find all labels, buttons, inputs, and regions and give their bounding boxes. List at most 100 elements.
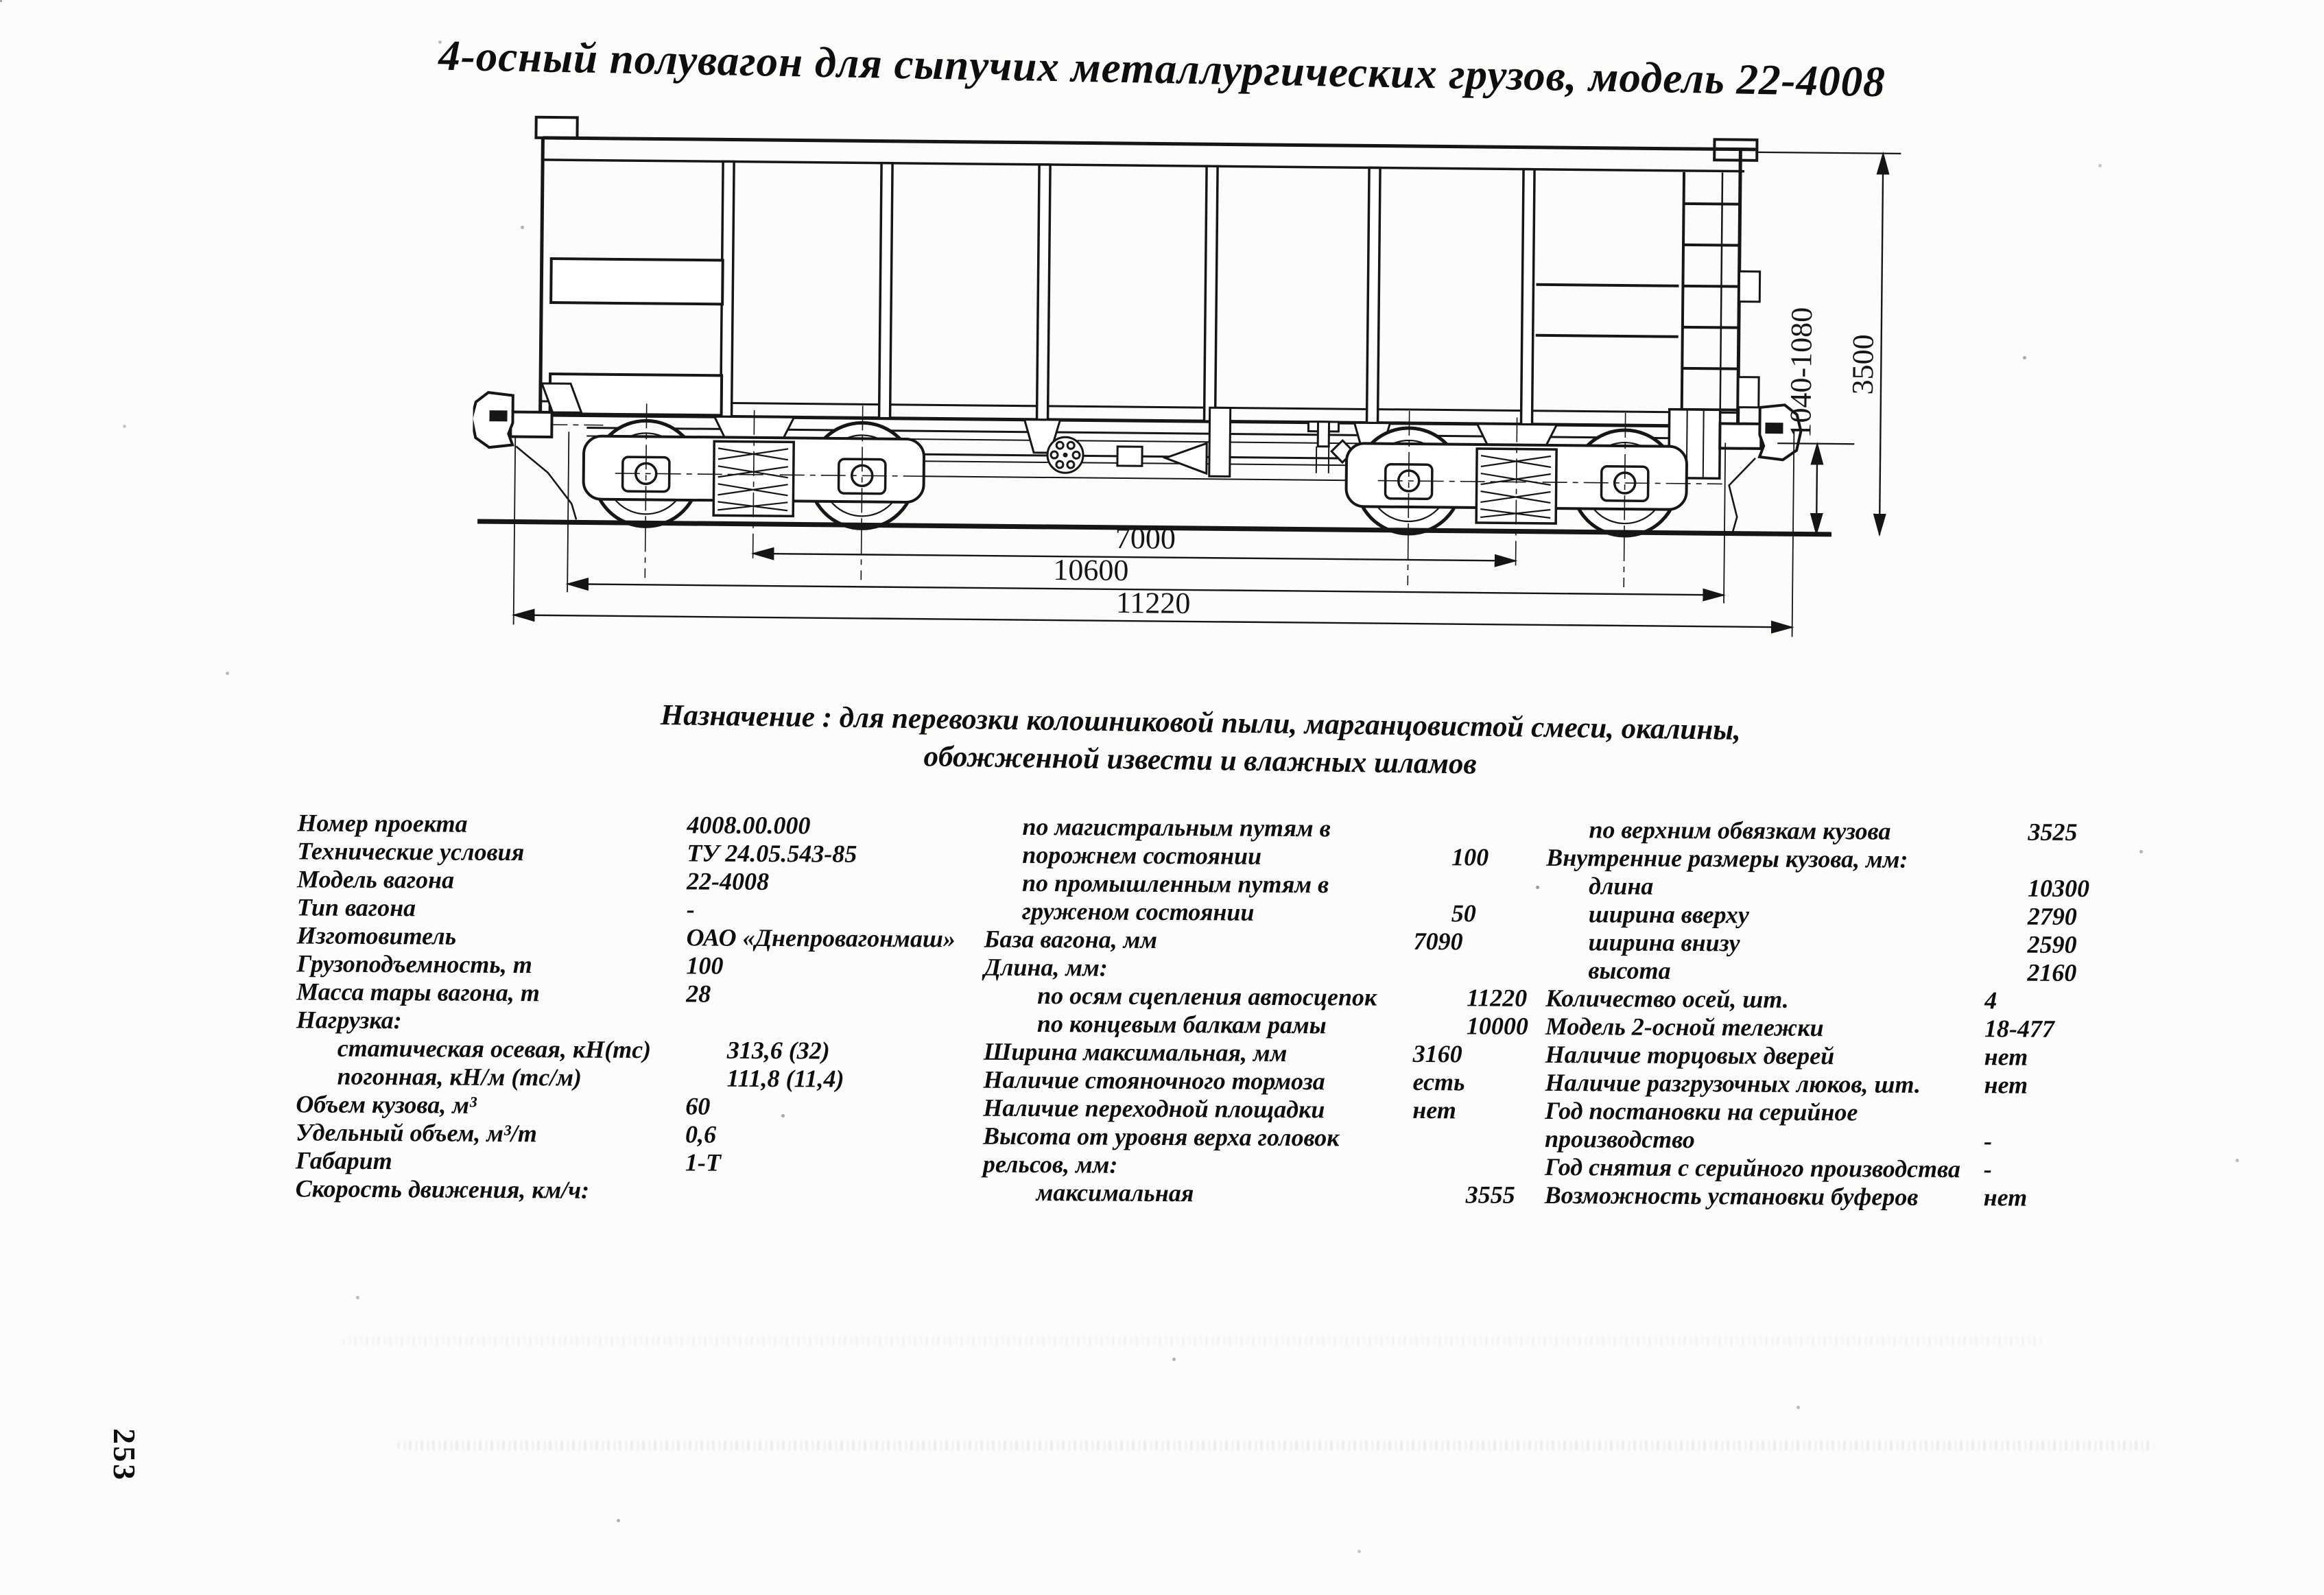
spec-value: 50 <box>1451 899 1476 928</box>
uncoupling-lever <box>1728 457 1756 532</box>
coupler-left <box>470 391 578 520</box>
spec-label: Длина, мм: <box>984 953 1108 982</box>
spec-label: ширина внизу <box>1588 928 1740 957</box>
spec-label: Масса тары вагона, т <box>296 978 540 1007</box>
spec-label: Ширина максимальная, мм <box>983 1037 1288 1067</box>
spec-value: 1-Т <box>685 1148 721 1177</box>
spec-value: 18-477 <box>1984 1015 2055 1043</box>
spec-row: База вагона, мм 7090 <box>984 925 1529 956</box>
dim-line-coupler-height <box>1810 441 1824 536</box>
spec-row: порожнем состоянии 100 <box>984 841 1529 872</box>
spec-row: Количество осей, шт. 4 <box>1545 984 2089 1015</box>
spec-label: Год постановки на серийное <box>1545 1096 1858 1126</box>
spec-label: груженом состоянии <box>1021 897 1255 926</box>
spec-row: Скорость движения, км/ч: <box>296 1174 954 1206</box>
end-ladder <box>1680 172 1762 446</box>
spec-label: Тип вагона <box>296 893 416 922</box>
spec-label: Год снятия с серийного производства <box>1544 1153 1961 1183</box>
spec-row: Изготовитель ОАО «Днепровагонмаш» <box>297 921 956 953</box>
spec-value: - <box>1983 1155 1992 1183</box>
spec-value: 3160 <box>1412 1039 1462 1068</box>
spec-row: Габарит 1-Т <box>296 1146 954 1178</box>
spec-row: Номер проекта 4008.00.000 <box>297 809 956 840</box>
spec-value: нет <box>1984 1043 2028 1071</box>
spec-row: ширина вверху 2790 <box>1546 900 2089 931</box>
spec-row: длина 10300 <box>1546 872 2089 903</box>
spec-label: максимальная <box>1036 1179 1194 1207</box>
dim-line-7000 <box>750 547 1518 567</box>
spec-label: по осям сцепления автосцепок <box>1037 982 1377 1011</box>
spec-label: Высота от уровня верха головок <box>983 1122 1340 1152</box>
spec-value: ТУ 24.05.543-85 <box>687 839 857 868</box>
spec-row: Наличие переходной площадки нет <box>983 1094 1528 1125</box>
spec-row: Масса тары вагона, т 28 <box>296 978 955 1009</box>
spec-label: рельсов, мм: <box>982 1150 1118 1179</box>
spec-row: рельсов, мм: <box>983 1150 1528 1181</box>
handbrake-strut <box>1208 406 1232 478</box>
dim-label-overall-height: 3500 <box>1846 334 1880 394</box>
dim-label-coupler-height: 1040-1080 <box>1783 307 1818 438</box>
spec-label: по промышленным путям в <box>1021 869 1329 899</box>
spec-value: - <box>686 895 695 923</box>
spec-column-right: по верхним обвязкам кузова 3525 Внутренн… <box>1545 816 2090 1212</box>
left-end-bracket <box>540 382 583 414</box>
spec-row: Возможность установки буферов нет <box>1545 1181 2088 1212</box>
spec-label: Наличие разгрузочных люков, шт. <box>1545 1068 1921 1098</box>
spec-label: Объем кузова, м³ <box>296 1090 477 1119</box>
spec-label: производство <box>1544 1124 1695 1154</box>
spec-row: Тип вагона - <box>297 893 956 925</box>
spec-row: Высота от уровня верха головок <box>983 1122 1528 1153</box>
scan-noise-band <box>398 1441 2154 1450</box>
page-title: 4-осный полувагон для сыпучих металлурги… <box>438 31 1886 106</box>
spec-value: 0,6 <box>685 1120 717 1148</box>
spec-row: Грузоподъемность, т 100 <box>296 949 955 981</box>
specifications: Номер проекта 4008.00.000 Технические ус… <box>0 807 2324 1231</box>
end-wall-slats <box>548 257 724 417</box>
spec-row: по магистральным путям в <box>984 813 1529 844</box>
spec-row: Объем кузова, м³ 60 <box>296 1090 954 1122</box>
spec-row: Ширина максимальная, мм 3160 <box>984 1038 1528 1069</box>
spec-value: 2160 <box>2027 958 2077 986</box>
spec-column-middle: по магистральным путям в порожнем состоя… <box>983 813 1530 1209</box>
spec-row: Год снятия с серийного производства - <box>1545 1153 2088 1184</box>
brake-rigging <box>1046 406 1355 478</box>
spec-column-left: Номер проекта 4008.00.000 Технические ус… <box>296 809 956 1206</box>
spec-row: высота 2160 <box>1545 956 2089 987</box>
spec-label: по концевым балкам рамы <box>1036 1010 1327 1039</box>
uncoupling-lever <box>515 445 578 520</box>
spec-label: Наличие стояночного тормоза <box>983 1065 1325 1096</box>
scan-specks <box>0 0 2 2</box>
brake-funnel <box>1162 442 1208 475</box>
spec-label: Модель 2-осной тележки <box>1545 1012 1824 1042</box>
spec-row: Длина, мм: <box>984 954 1528 984</box>
spec-label: Грузоподъемность, т <box>296 949 532 979</box>
spec-value: 28 <box>686 980 711 1008</box>
coupler-right <box>1718 403 1803 532</box>
spec-label: Возможность установки буферов <box>1544 1181 1919 1211</box>
dim-label-11220: 11220 <box>1116 586 1191 620</box>
spec-value: 7090 <box>1413 927 1463 956</box>
left-corner-cap <box>534 115 579 140</box>
rail-line <box>477 519 1832 537</box>
spec-value: 313,6 (32) <box>726 1036 830 1065</box>
spec-value: 11220 <box>1467 984 1528 1012</box>
spec-label: по верхним обвязкам кузова <box>1589 816 1891 845</box>
wagon-drawing-svg: 7000 10600 11220 1040-1080 3500 <box>460 115 1901 637</box>
spec-label: Удельный объем, м³/т <box>296 1118 537 1148</box>
spec-row: Технические условия ТУ 24.05.543-85 <box>297 837 956 869</box>
spec-value: 3555 <box>1465 1181 1515 1209</box>
spec-row: по верхним обвязкам кузова 3525 <box>1546 816 2089 847</box>
dimensions <box>511 151 1890 634</box>
spec-value: 10000 <box>1466 1012 1529 1040</box>
spec-label: Внутренние размеры кузова, мм: <box>1546 843 1908 873</box>
spec-value: нет <box>1983 1183 2028 1212</box>
spec-row: максимальная 3555 <box>983 1179 1528 1209</box>
spec-row: погонная, кН/м (тс/м) 111,8 (11,4) <box>296 1062 954 1094</box>
spec-row: по осям сцепления автосцепок 11220 <box>984 982 1528 1013</box>
dim-line-11220 <box>511 609 1794 634</box>
spec-value: 100 <box>1451 843 1489 871</box>
spec-label: по магистральным путям в <box>1022 812 1331 842</box>
spec-value: есть <box>1412 1067 1465 1096</box>
spec-value: 2590 <box>2027 930 2077 958</box>
spec-value: 22-4008 <box>686 867 770 895</box>
